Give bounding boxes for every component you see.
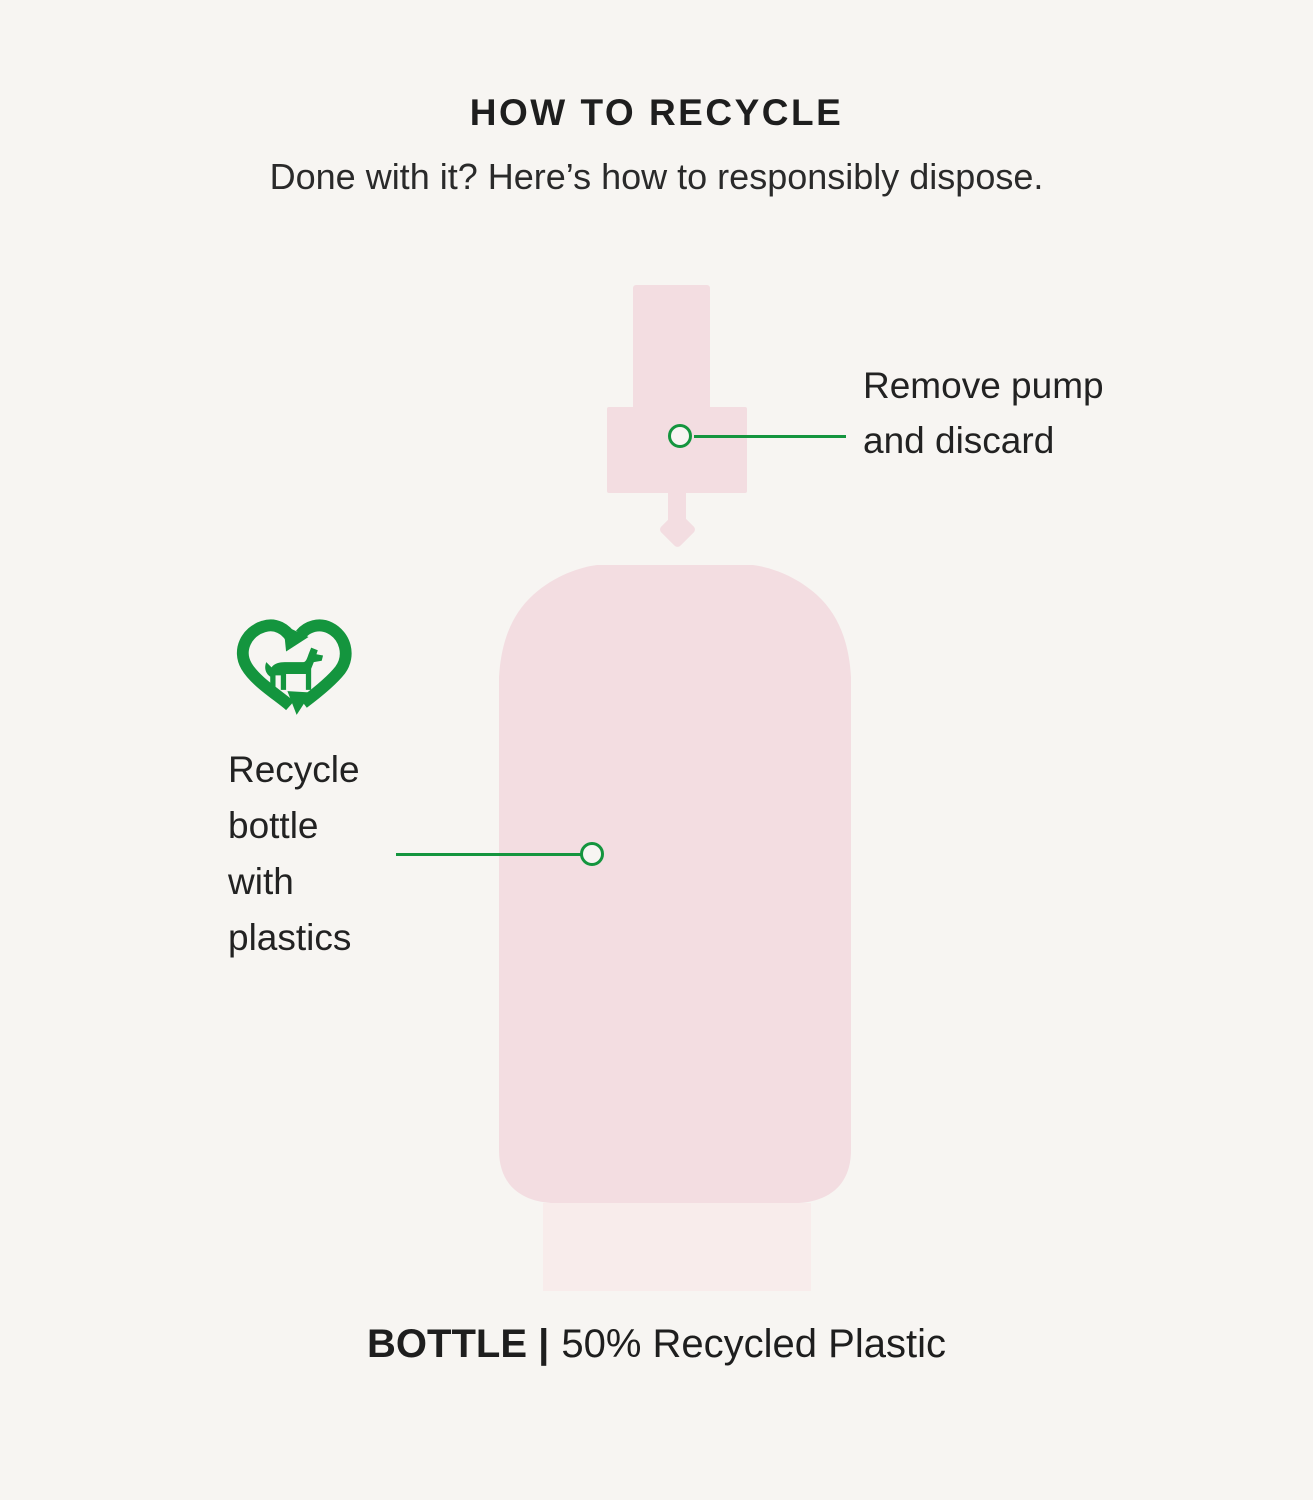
- footer-caption-label: BOTTLE |: [367, 1322, 550, 1366]
- footer-caption-value: 50% Recycled Plastic: [561, 1322, 946, 1366]
- bottle-annotation: Recycle bottle with plastics: [228, 742, 360, 966]
- pump-annotation-line-1: Remove pump: [863, 365, 1104, 406]
- callout-dot-pump: [668, 424, 692, 448]
- bottle-annotation-line-2: bottle: [228, 805, 319, 846]
- recycle-arrowhead-top: [283, 625, 309, 652]
- bottle-annotation-line-3: with: [228, 861, 294, 902]
- recycle-arrow-left: [236, 619, 297, 711]
- bottle-annotation-line-1: Recycle: [228, 749, 360, 790]
- callout-dot-bottle: [580, 842, 604, 866]
- pump-annotation: Remove pump and discard: [863, 358, 1104, 468]
- page-subtitle: Done with it? Here’s how to responsibly …: [269, 156, 1044, 197]
- bottle-base-reflection: [543, 1203, 811, 1291]
- pump-cap: [607, 407, 747, 493]
- footer-caption: BOTTLE |50% Recycled Plastic: [0, 1322, 1313, 1367]
- recycle-arrowhead-bottom: [287, 691, 312, 715]
- dog-silhouette: [265, 647, 324, 690]
- callout-line-pump: [694, 435, 846, 438]
- pump-nozzle-tip: [658, 510, 697, 549]
- bottle-body-shape: [499, 565, 851, 1203]
- pump-stem: [633, 285, 710, 411]
- bottle-body: [499, 565, 851, 1203]
- bottle-annotation-line-4: plastics: [228, 917, 352, 958]
- recycle-heart-dog-icon: [236, 619, 352, 715]
- pump-annotation-line-2: and discard: [863, 420, 1055, 461]
- callout-line-bottle: [396, 853, 582, 856]
- page-title: HOW TO RECYCLE: [469, 92, 844, 133]
- recycle-arrow-right: [296, 619, 352, 708]
